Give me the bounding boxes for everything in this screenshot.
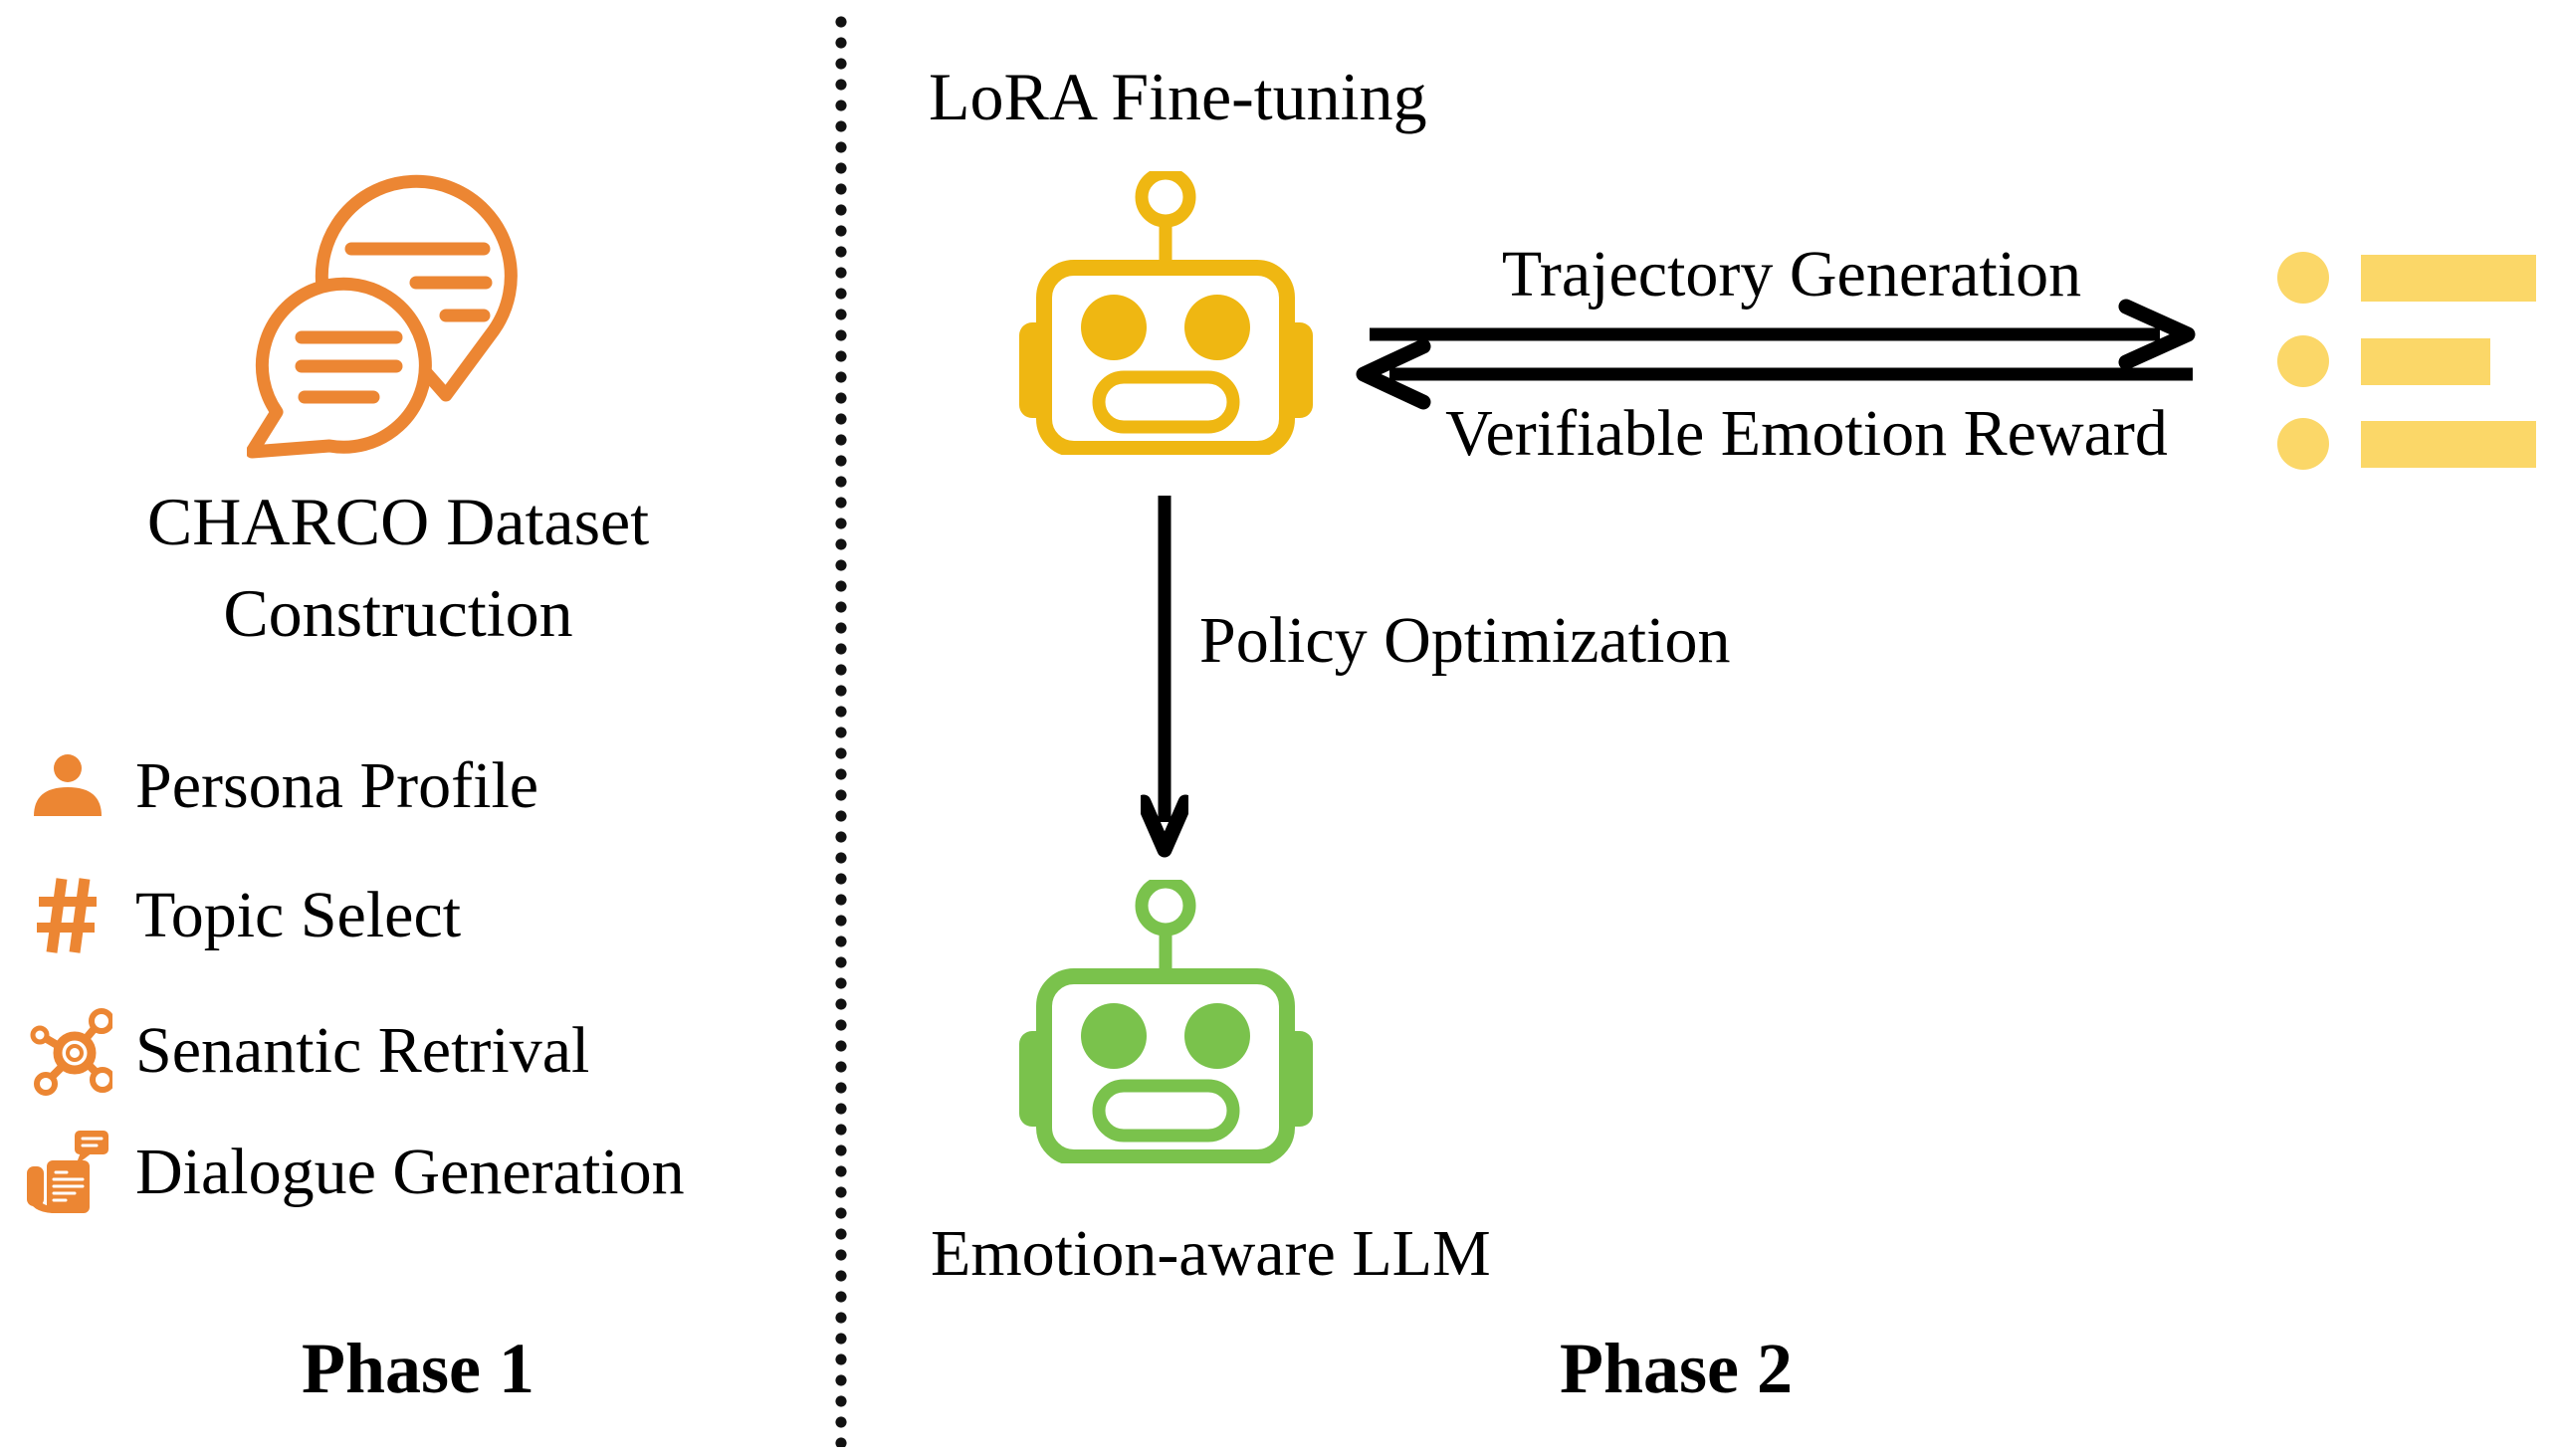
list-item-label: Dialogue Generation (135, 1136, 685, 1208)
lora-robot-icon (1019, 171, 1313, 455)
trajectory-reward-arrows (1352, 297, 2208, 416)
list-item-label: Persona Profile (135, 749, 539, 822)
persona-icon (20, 753, 115, 819)
trajectory-generation-label: Trajectory Generation (1501, 238, 2082, 311)
trajectory-list-icon (2273, 247, 2538, 470)
phase-divider-dotted-line (835, 12, 847, 1447)
list-item-topic-select: Topic Select (20, 868, 461, 963)
charco-dataset-title-line2: Construction (223, 575, 573, 651)
policy-optimization-label: Policy Optimization (1199, 604, 1731, 677)
list-item-dialogue-generation: Dialogue Generation (20, 1123, 685, 1222)
chat-bubbles-icon (247, 171, 545, 470)
phase1-label: Phase 1 (302, 1329, 534, 1408)
list-item-semantic-retrieval: Senantic Retrival (20, 1003, 589, 1099)
charco-dataset-title: CHARCO Dataset Construction (50, 476, 746, 659)
semantic-network-icon (20, 1006, 115, 1096)
dialogue-document-icon (20, 1129, 115, 1216)
emotion-aware-llm-label: Emotion-aware LLM (931, 1217, 1491, 1290)
charco-dataset-title-line1: CHARCO Dataset (146, 484, 650, 559)
list-item-label: Senantic Retrival (135, 1014, 590, 1087)
verifiable-emotion-reward-label: Verifiable Emotion Reward (1445, 397, 2168, 470)
phase2-label: Phase 2 (1560, 1329, 1793, 1408)
hashtag-icon (20, 876, 115, 955)
emotion-aware-robot-icon (1019, 880, 1313, 1163)
policy-optimization-arrow (1141, 492, 1188, 862)
lora-finetuning-label: LoRA Fine-tuning (929, 59, 1427, 134)
list-item-label: Topic Select (135, 879, 462, 951)
list-item-persona-profile: Persona Profile (20, 740, 538, 832)
